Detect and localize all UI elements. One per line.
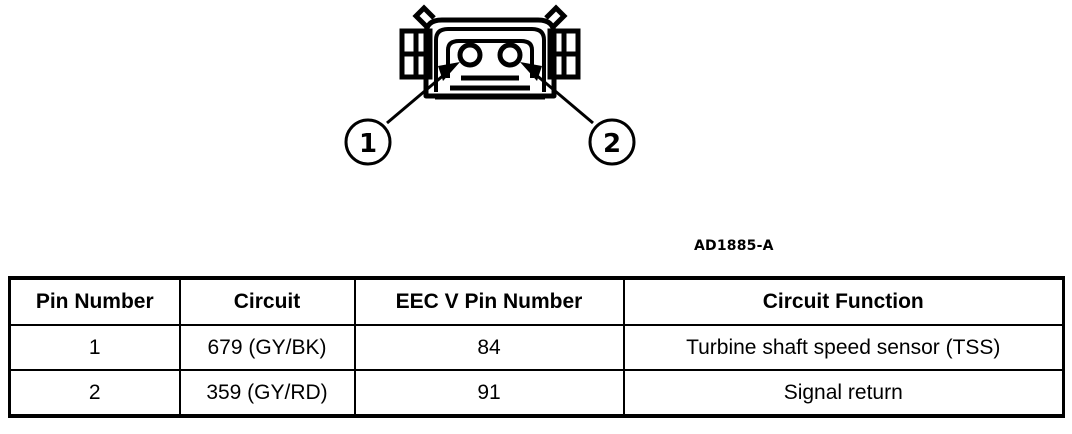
- callout-2-arrowhead: [520, 62, 542, 81]
- column-header-pin-number: Pin Number: [8, 276, 181, 326]
- pin-cavity-1-circle: [457, 42, 483, 68]
- cell-eec-v-pin-number: 84: [353, 324, 625, 371]
- column-header-circuit: Circuit: [178, 276, 356, 326]
- connector-outer-shell: [423, 17, 557, 99]
- cell-circuit: 679 (GY/BK): [178, 324, 356, 371]
- table-row: 2 359 (GY/RD) 91 Signal return: [8, 369, 1065, 418]
- pin-cavity-2-circle: [497, 42, 523, 68]
- column-header-circuit-function: Circuit Function: [622, 276, 1065, 326]
- callout-1-arrowhead: [438, 62, 460, 81]
- pin-assignment-table-container: Pin Number Circuit EEC V Pin Number Circ…: [8, 276, 1065, 418]
- diagram-reference-code: AD1885-A: [694, 238, 774, 254]
- cell-pin-number: 2: [8, 369, 181, 418]
- connector-pinout-illustration: 1 2: [330, 0, 650, 175]
- cell-circuit-function: Signal return: [622, 369, 1065, 418]
- connector-inner-shell: [434, 27, 546, 92]
- callout-1-label: 1: [359, 129, 377, 159]
- callout-2-label: 2: [603, 129, 621, 159]
- table-row: 1 679 (GY/BK) 84 Turbine shaft speed sen…: [8, 324, 1065, 371]
- callout-2-leader-line: [520, 62, 594, 125]
- connector-lower-body: [435, 75, 545, 100]
- callout-2-bubble: 2: [588, 118, 636, 166]
- connector-right-lock-bracket: [547, 28, 581, 80]
- callout-1-leader-line: [386, 62, 460, 125]
- pin-assignment-table: Pin Number Circuit EEC V Pin Number Circ…: [8, 276, 1065, 418]
- connector-drawing: 1 2: [344, 4, 636, 166]
- connector-left-lock-bracket: [399, 28, 433, 80]
- callout-1-bubble: 1: [344, 118, 392, 166]
- table-header-row: Pin Number Circuit EEC V Pin Number Circ…: [8, 276, 1065, 326]
- connector-pin-cavity-recess: [446, 39, 534, 78]
- cell-pin-number: 1: [8, 324, 181, 371]
- cell-circuit-function: Turbine shaft speed sensor (TSS): [622, 324, 1065, 371]
- cell-eec-v-pin-number: 91: [353, 369, 625, 418]
- connector-top-wing-tabs: [412, 4, 568, 29]
- column-header-eec-v-pin-number: EEC V Pin Number: [353, 276, 625, 326]
- cell-circuit: 359 (GY/RD): [178, 369, 356, 418]
